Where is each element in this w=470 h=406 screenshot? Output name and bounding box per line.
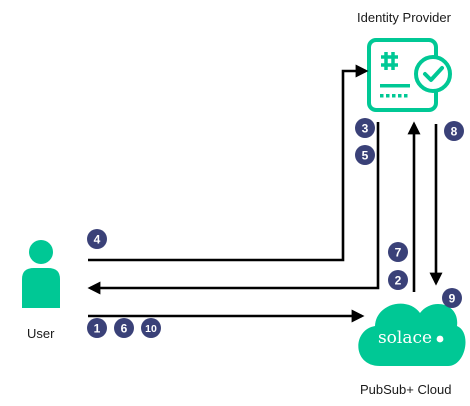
identity-provider-icon xyxy=(367,38,452,112)
user-icon xyxy=(22,240,60,308)
step-badge-2: 2 xyxy=(388,270,408,290)
step-badge-6: 6 xyxy=(114,318,134,338)
svg-text:2: 2 xyxy=(395,274,402,288)
identity-provider-label: Identity Provider xyxy=(357,10,451,25)
svg-text:10: 10 xyxy=(145,323,157,335)
step-badge-1: 1 xyxy=(87,318,107,338)
step-badge-4: 4 xyxy=(87,229,107,249)
svg-text:6: 6 xyxy=(121,322,128,336)
svg-text:1: 1 xyxy=(94,322,101,336)
step-badge-10: 10 xyxy=(141,318,161,338)
user-label: User xyxy=(27,326,55,341)
step-badge-3: 3 xyxy=(355,118,375,138)
svg-text:3: 3 xyxy=(362,122,369,136)
solace-cloud-icon: solace xyxy=(358,303,466,366)
svg-text:7: 7 xyxy=(395,246,402,260)
arrow-user-to-idp xyxy=(88,64,369,262)
solace-logo: solace xyxy=(378,328,432,348)
cloud-label: PubSub+ Cloud xyxy=(360,382,452,397)
svg-text:9: 9 xyxy=(449,292,456,306)
arrow-idp-to-user xyxy=(87,122,380,295)
svg-text:5: 5 xyxy=(362,149,369,163)
step-badge-5: 5 xyxy=(355,145,375,165)
step-badge-8: 8 xyxy=(444,121,464,141)
step-badge-9: 9 xyxy=(442,288,462,308)
svg-text:4: 4 xyxy=(94,233,101,247)
step-badge-7: 7 xyxy=(388,242,408,262)
svg-text:8: 8 xyxy=(451,125,458,139)
